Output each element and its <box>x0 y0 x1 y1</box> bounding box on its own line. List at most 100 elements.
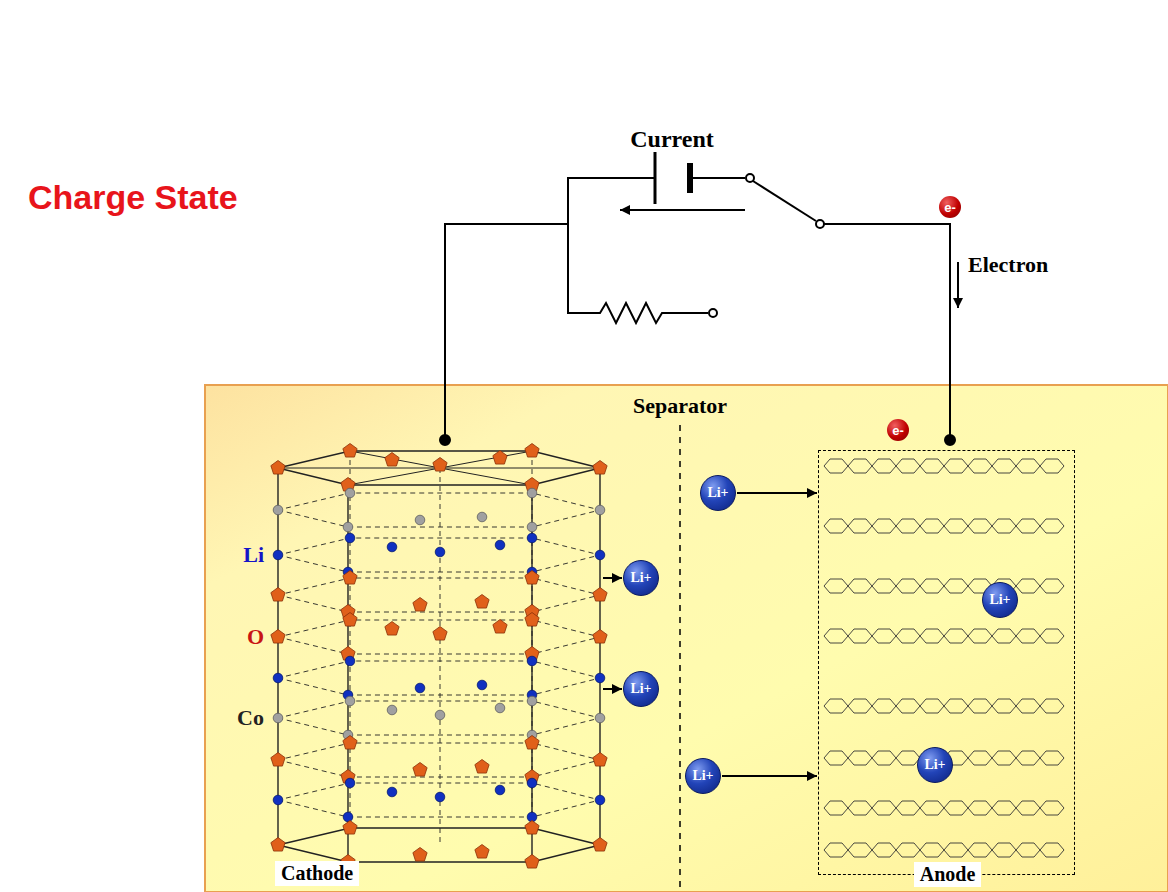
graphite-ring <box>896 579 920 593</box>
graphite-ring <box>872 751 896 765</box>
lithium-atom <box>595 550 605 560</box>
ion-arrow <box>603 577 622 579</box>
cobalt-atom <box>527 488 537 498</box>
electron-label: Electron <box>968 252 1048 278</box>
graphite-ring <box>848 629 872 643</box>
graphite-ring <box>968 751 992 765</box>
cobalt-atom <box>495 703 505 713</box>
oxygen-atom <box>475 595 489 609</box>
cathode-crystal <box>271 444 607 869</box>
lithium-atom <box>595 795 605 805</box>
graphite-ring <box>848 751 872 765</box>
cobalt-atom <box>477 512 487 522</box>
graphite-ring <box>824 629 848 643</box>
graphite-ring <box>1040 519 1064 533</box>
lithium-ion: Li+ <box>623 671 659 707</box>
graphite-ring <box>896 699 920 713</box>
graphite-ring <box>920 629 944 643</box>
anode-graphite: Li+Li+Anode <box>818 450 1075 875</box>
lithium-atom <box>273 673 283 683</box>
oxygen-atom <box>433 458 447 472</box>
graphite-ring <box>1040 843 1064 857</box>
atom-label: O <box>247 624 264 650</box>
graphite-ring <box>920 699 944 713</box>
lithium-ion: Li+ <box>623 560 659 596</box>
cobalt-atom <box>527 696 537 706</box>
crystal-edge <box>440 451 532 468</box>
graphite-layers <box>824 459 1064 857</box>
graphite-ring <box>896 519 920 533</box>
atom-label: Co <box>237 705 264 731</box>
lithium-atom <box>343 812 353 822</box>
title: Charge State <box>28 178 238 217</box>
graphite-ring <box>1040 801 1064 815</box>
graphite-ring <box>1016 579 1040 593</box>
oxygen-atom <box>493 620 507 634</box>
crystal-layer <box>278 578 600 612</box>
graphite-ring <box>920 843 944 857</box>
oxygen-atom <box>271 630 285 644</box>
graphite-ring <box>992 801 1016 815</box>
terminal <box>816 220 824 228</box>
graphite-ring <box>944 519 968 533</box>
oxygen-atom <box>475 760 489 774</box>
crystal-edge <box>277 468 278 845</box>
crystal-layer <box>278 620 600 654</box>
oxygen-atom <box>271 753 285 767</box>
crystal-layer <box>278 493 600 527</box>
oxygen-atom <box>493 451 507 465</box>
graphite-ring <box>968 459 992 473</box>
electron-arrow <box>957 262 959 308</box>
graphite-ring <box>1040 579 1064 593</box>
graphite-ring <box>824 843 848 857</box>
atom-label: Li <box>243 542 264 568</box>
cobalt-atom <box>273 713 283 723</box>
graphite-ring <box>968 699 992 713</box>
switch-blade <box>753 181 816 221</box>
cathode-crystal: Cathode <box>268 440 602 890</box>
graphite-ring <box>872 629 896 643</box>
graphite-ring <box>944 579 968 593</box>
oxygen-atom <box>525 444 539 458</box>
graphite-ring <box>848 519 872 533</box>
graphite-ring <box>824 579 848 593</box>
oxygen-atom <box>413 598 427 612</box>
graphite-ring <box>872 843 896 857</box>
oxygen-atom <box>475 845 489 859</box>
lithium-atom <box>273 795 283 805</box>
graphite-ring <box>824 519 848 533</box>
wire <box>690 177 745 179</box>
ion-label: Li+ <box>630 681 651 697</box>
graphite-ring <box>992 843 1016 857</box>
oxygen-atom <box>593 588 607 602</box>
lithium-atom <box>477 680 487 690</box>
terminal <box>709 309 717 317</box>
graphite-ring <box>992 751 1016 765</box>
oxygen-atom <box>343 613 357 627</box>
graphite-ring <box>1016 459 1040 473</box>
battery-label: Current <box>630 126 714 153</box>
ion-arrow <box>603 688 622 690</box>
lithium-atom <box>527 812 537 822</box>
wire <box>445 224 568 440</box>
oxygen-atom <box>525 821 539 835</box>
graphite-ring <box>920 579 944 593</box>
graphite-ring <box>1040 699 1064 713</box>
graphite-ring <box>896 801 920 815</box>
graphite-ring <box>1016 801 1040 815</box>
graphite-ring <box>968 519 992 533</box>
graphite-ring <box>1040 629 1064 643</box>
crystal-edge <box>350 451 440 468</box>
circuit <box>440 152 958 445</box>
electron-circle: e- <box>887 419 909 441</box>
crystal-layer <box>278 661 600 695</box>
graphite-ring <box>1016 519 1040 533</box>
graphite-ring <box>872 801 896 815</box>
graphite-ring <box>1040 459 1064 473</box>
oxygen-atom <box>343 444 357 458</box>
graphite-ring <box>992 519 1016 533</box>
graphite-ring <box>1016 843 1040 857</box>
